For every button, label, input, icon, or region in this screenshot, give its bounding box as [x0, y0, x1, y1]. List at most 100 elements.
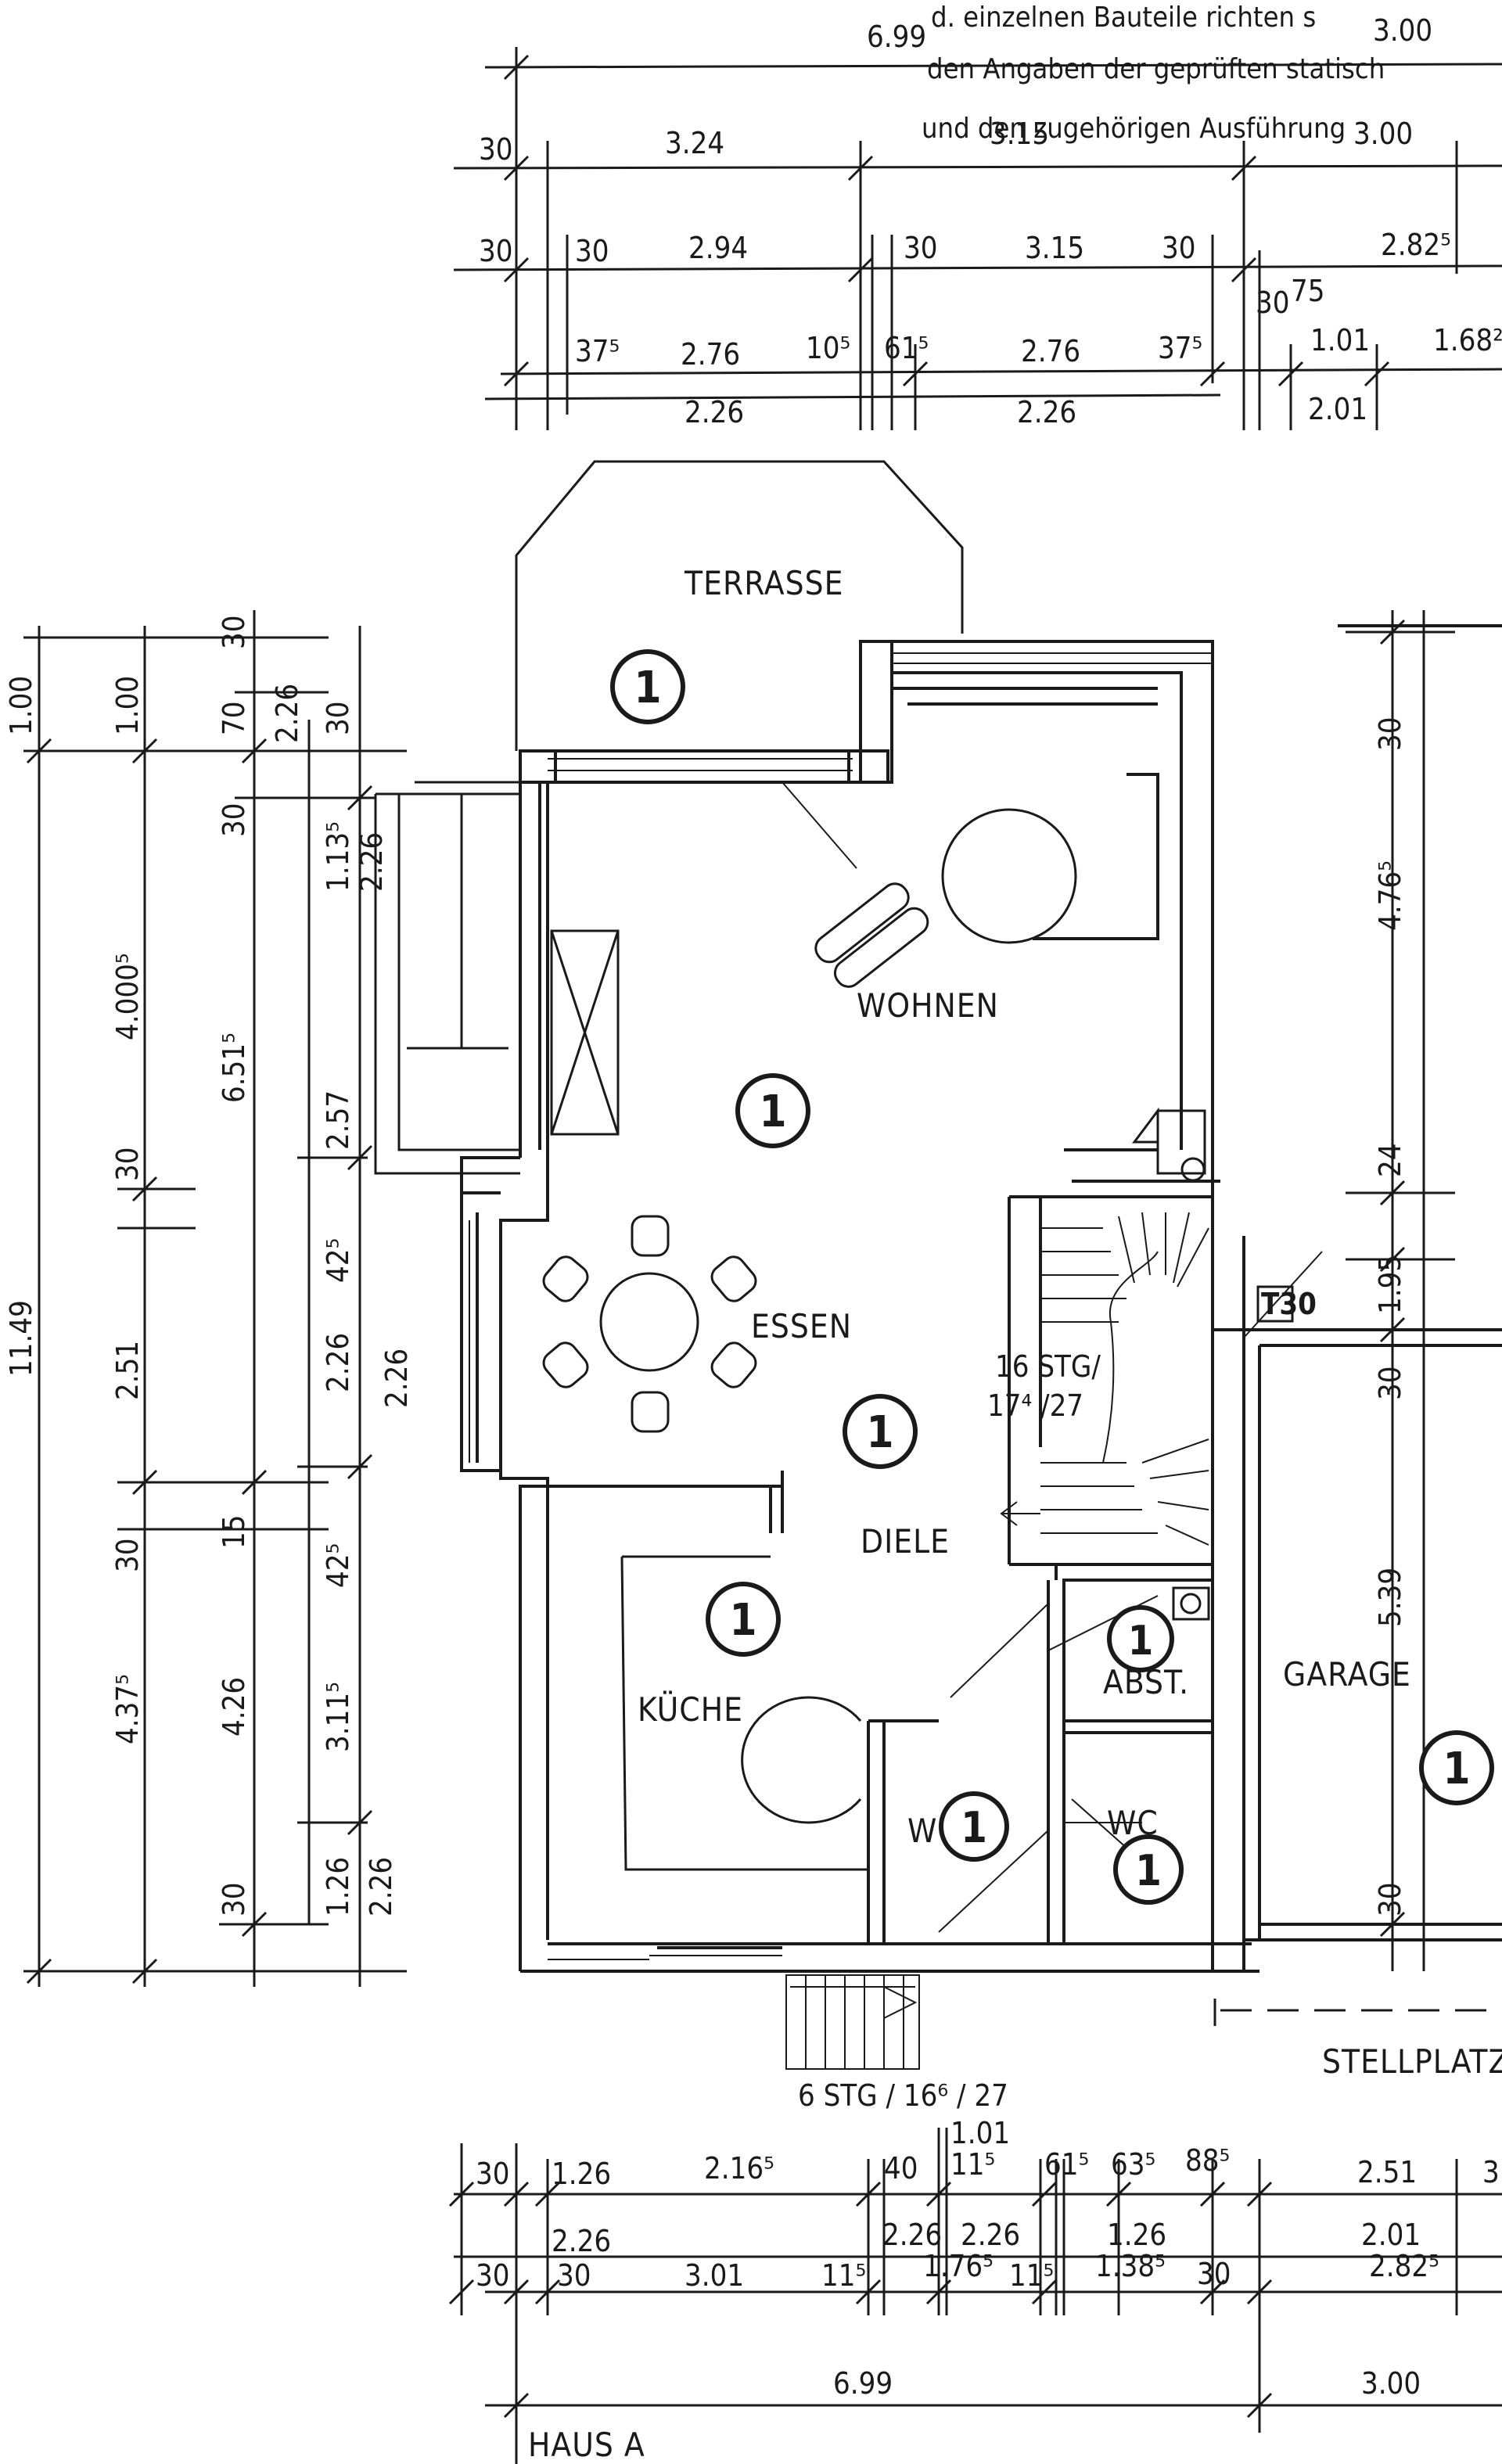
- note-line-1: d. einzelnen Bauteile richten s: [931, 2, 1316, 34]
- dim-bottom: 88⁵: [1185, 2143, 1230, 2178]
- dim-top: 2.26: [685, 395, 744, 429]
- terrace-outline: [515, 460, 964, 751]
- dim-bottom: 11⁵: [950, 2147, 995, 2182]
- dim-left: 2.57: [321, 1090, 355, 1150]
- dim-right: 30: [1373, 1367, 1407, 1401]
- svg-text:1: 1: [1443, 1744, 1470, 1794]
- dim-top: 2.76: [681, 337, 740, 372]
- dim-bottom: 3: [1482, 2155, 1500, 2189]
- entrance-stair-label: 6 STG / 16⁶ / 27: [798, 2078, 1008, 2113]
- top-dimension-chains: [453, 47, 1502, 430]
- dim-left: 6.51⁵: [217, 1033, 251, 1103]
- dim-bottom: 1.76⁵: [923, 2249, 994, 2283]
- stellplatz-line: [1213, 1999, 1502, 2026]
- dim-top: 1.68²: [1433, 323, 1502, 357]
- entrance-stair: [785, 1974, 920, 2070]
- room-kueche: KÜCHE: [638, 1690, 743, 1729]
- dim-left: 2.26: [354, 832, 389, 892]
- top-dimension-labels: 6.99 3.00 30 3.24 3.15 3.00 30 30 2.94 3…: [479, 13, 1502, 429]
- dim-left: 2.26: [379, 1349, 414, 1408]
- header-note: d. einzelnen Bauteile richten s den Anga…: [922, 2, 1385, 145]
- dim-bottom: 3.01: [685, 2258, 744, 2293]
- dim-top: 3.15: [990, 117, 1049, 151]
- dim-top: 30: [1256, 286, 1290, 320]
- dim-left: 42⁵: [321, 1238, 355, 1283]
- walls: [460, 624, 1502, 1973]
- t30-door-symbol: T30: [1243, 1251, 1323, 1338]
- svg-text:1: 1: [729, 1595, 756, 1646]
- dim-bottom: 11⁵: [821, 2258, 866, 2293]
- dim-left: 4.000⁵: [110, 953, 145, 1040]
- dim-top: 75: [1291, 274, 1325, 308]
- room-diele: DIELE: [861, 1522, 950, 1561]
- dim-bottom: 2.26: [552, 2224, 611, 2258]
- dim-bottom: 1.26: [552, 2157, 611, 2191]
- dim-bottom: 2.82⁵: [1369, 2249, 1439, 2283]
- svg-text:1: 1: [1135, 1846, 1162, 1895]
- marker-circle: 1: [706, 1582, 781, 1657]
- dim-right: 24: [1373, 1144, 1407, 1178]
- room-terrasse: TERRASSE: [684, 564, 843, 602]
- dim-bottom: 61⁵: [1044, 2147, 1089, 2182]
- dim-left: 30: [217, 1883, 251, 1917]
- marker-circle: 1: [939, 1791, 1009, 1862]
- dim-left: 30: [217, 803, 251, 838]
- dim-top: 3.15: [1025, 231, 1084, 265]
- stair-label-1: 16 STG/: [995, 1349, 1101, 1384]
- house-label: HAUS A: [528, 2426, 645, 2464]
- dim-left: 3.11⁵: [321, 1682, 355, 1752]
- svg-text:1: 1: [759, 1087, 786, 1137]
- dim-left: 15: [217, 1515, 251, 1550]
- dim-left: 30: [217, 616, 251, 650]
- room-garage: GARAGE: [1283, 1655, 1411, 1694]
- dim-top: 3.00: [1353, 117, 1413, 151]
- dim-left: 2.26: [321, 1333, 355, 1392]
- dim-left: 1.13⁵: [321, 821, 355, 892]
- dim-left: 11.49: [4, 1300, 38, 1377]
- dim-left: 30: [321, 702, 355, 736]
- dim-top: 37⁵: [575, 334, 620, 368]
- dim-bottom: 2.16⁵: [704, 2151, 774, 2186]
- dim-left: 4.37⁵: [110, 1674, 145, 1744]
- dim-top: 37⁵: [1158, 331, 1202, 365]
- marker-circle: 1: [843, 1394, 918, 1469]
- room-labels: TERRASSE WOHNEN ESSEN DIELE KÜCHE WC WC …: [528, 564, 1502, 2464]
- dim-top: 2.76: [1021, 334, 1080, 368]
- dim-left: 42⁵: [321, 1543, 355, 1588]
- room-wohnen: WOHNEN: [857, 986, 999, 1025]
- dim-left: 1.00: [4, 676, 38, 735]
- furniture: [542, 808, 1210, 1871]
- dim-top: 30: [575, 234, 609, 268]
- dim-top: 2.94: [688, 231, 748, 265]
- interior-staircase: [1000, 1212, 1209, 1546]
- dim-bottom: 1.01: [950, 2116, 1010, 2150]
- left-bay: [374, 781, 620, 1175]
- dim-top: 2.01: [1308, 392, 1367, 426]
- bottom-dimension-chains: [448, 2128, 1502, 2433]
- dim-left: 1.26: [321, 1857, 355, 1916]
- dim-left: 2.26: [364, 1857, 398, 1916]
- dim-top: 30: [1162, 231, 1196, 265]
- dim-left: 2.26: [270, 684, 304, 743]
- svg-text:1: 1: [961, 1803, 987, 1852]
- dim-left: 30: [110, 1539, 145, 1573]
- dim-bottom: 30: [476, 2157, 510, 2191]
- bottom-dimension-labels: 30 1.26 2.16⁵ 40 1.01 11⁵ 61⁵ 63⁵ 88⁵ 2.…: [476, 2116, 1500, 2401]
- dim-top: 3.24: [665, 126, 724, 160]
- dim-bottom: 30: [1197, 2257, 1231, 2291]
- window-lines: [469, 652, 1213, 1960]
- dim-right: 4.76⁵: [1373, 860, 1407, 931]
- marker-circle: 1: [1419, 1730, 1494, 1805]
- stair-label-2: 17⁴ /27: [987, 1388, 1083, 1423]
- dim-bottom: 40: [884, 2151, 918, 2186]
- dim-left: 70: [217, 702, 251, 736]
- dim-top: 2.82⁵: [1381, 228, 1451, 262]
- svg-text:1: 1: [866, 1407, 893, 1458]
- dim-bottom: 2.01: [1361, 2218, 1421, 2252]
- dim-top: 30: [904, 231, 938, 265]
- dim-bottom: 1.38⁵: [1095, 2249, 1166, 2283]
- marker-circle: 1: [1107, 1605, 1174, 1672]
- note-line-3: und den zugehörigen Ausführung: [922, 113, 1346, 145]
- dim-top: 10⁵: [806, 331, 850, 365]
